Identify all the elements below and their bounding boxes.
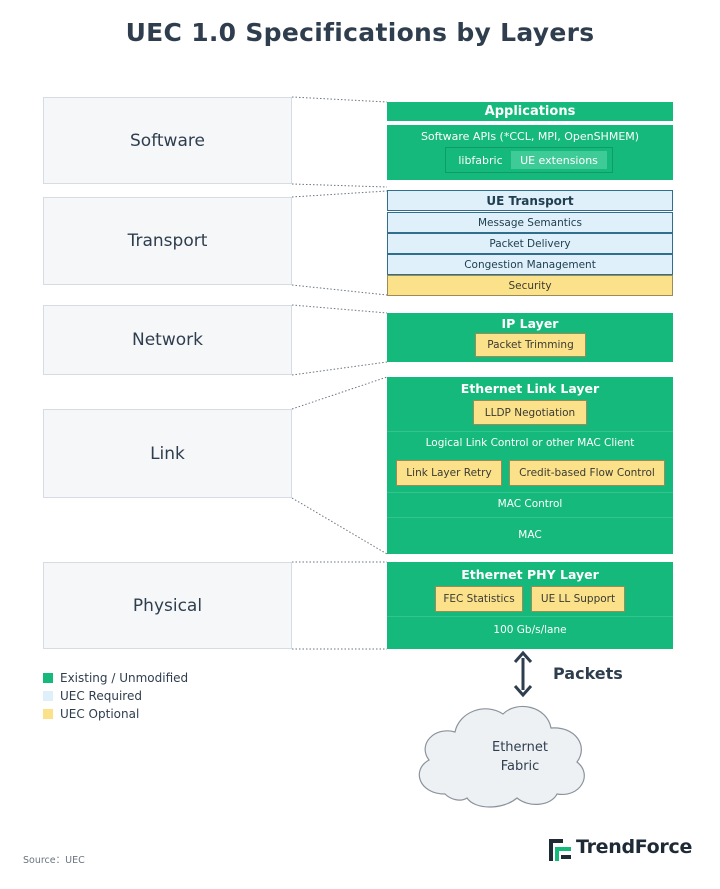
legend: Existing / Unmodified UEC Required UEC O… <box>43 669 188 723</box>
legend-swatch-required <box>43 691 53 701</box>
layer-transport: Transport <box>43 197 292 285</box>
ethernet-phy-layer-header: Ethernet PHY Layer <box>461 566 599 582</box>
legend-label-existing: Existing / Unmodified <box>60 671 189 685</box>
fec-statistics-block: FEC Statistics <box>435 586 523 612</box>
legend-label-required: UEC Required <box>60 689 142 703</box>
fabric-line-2: Fabric <box>500 759 540 774</box>
mac-control-label: MAC Control <box>497 498 563 510</box>
legend-item-existing: Existing / Unmodified <box>43 669 188 687</box>
software-apis-block: Software APIs (*CCL, MPI, OpenSHMEM) lib… <box>387 125 673 180</box>
message-semantics-block: Message Semantics <box>387 212 673 233</box>
cloud-icon <box>418 705 585 808</box>
layer-network-label: Network <box>132 330 203 350</box>
legend-swatch-optional <box>43 709 53 719</box>
ue-extensions-label: UE extensions <box>511 151 607 169</box>
security-block: Security <box>387 275 673 296</box>
fabric-line-1: Ethernet <box>492 740 548 755</box>
ethernet-link-layer-header: Ethernet Link Layer <box>460 380 600 396</box>
layer-transport-label: Transport <box>127 231 208 251</box>
connector-network-bottom <box>291 361 388 376</box>
packets-label: Packets <box>553 664 623 683</box>
llc-label: Logical Link Control or other MAC Client <box>425 437 635 449</box>
packet-delivery-block: Packet Delivery <box>387 233 673 254</box>
link-separator <box>387 517 673 518</box>
legend-item-required: UEC Required <box>43 687 188 705</box>
connector-link-top <box>291 376 388 410</box>
lldp-negotiation-block: LLDP Negotiation <box>473 400 587 425</box>
layer-network: Network <box>43 305 292 375</box>
connector-link-bottom <box>291 497 388 555</box>
ue-ll-support-block: UE LL Support <box>531 586 625 612</box>
layer-physical: Physical <box>43 562 292 649</box>
source-note: Source：UEC <box>23 855 85 866</box>
libfabric-box: libfabric UE extensions <box>445 147 613 173</box>
trendforce-logo-icon <box>549 839 571 861</box>
ethernet-fabric-label: Ethernet Fabric <box>470 737 570 777</box>
connector-network-top <box>291 304 388 314</box>
software-apis-label: Software APIs (*CCL, MPI, OpenSHMEM) <box>420 129 640 143</box>
connector-transport-bottom <box>291 284 388 296</box>
connector-software-bottom <box>291 183 388 188</box>
ip-layer-header: IP Layer <box>501 315 559 331</box>
link-layer-retry-block: Link Layer Retry <box>396 460 502 486</box>
ip-layer-block: IP Layer Packet Trimming <box>387 313 673 362</box>
brand-name: TrendForce <box>576 836 693 858</box>
layer-link-label: Link <box>150 443 185 464</box>
layer-software: Software <box>43 97 292 184</box>
mac-label: MAC <box>518 529 542 541</box>
legend-item-optional: UEC Optional <box>43 705 188 723</box>
layer-physical-label: Physical <box>132 595 203 616</box>
rate-label: 100 Gb/s/lane <box>493 624 567 636</box>
link-separator <box>387 492 673 493</box>
layer-link: Link <box>43 409 292 498</box>
connector-software-top <box>291 96 388 103</box>
bidirectional-arrow-icon <box>513 650 533 698</box>
credit-flow-control-block: Credit-based Flow Control <box>509 460 665 486</box>
legend-swatch-existing <box>43 673 53 683</box>
legend-label-optional: UEC Optional <box>60 707 140 721</box>
page-title: UEC 1.0 Specifications by Layers <box>125 18 595 47</box>
phy-separator <box>387 616 673 617</box>
ue-transport-header: UE Transport <box>387 190 673 211</box>
applications-block: Applications <box>387 102 673 121</box>
libfabric-label: libfabric <box>458 153 503 167</box>
link-separator <box>387 431 673 432</box>
layer-software-label: Software <box>130 130 205 151</box>
congestion-management-block: Congestion Management <box>387 254 673 275</box>
ethernet-link-layer-block: Ethernet Link Layer LLDP Negotiation Log… <box>387 377 673 554</box>
packet-trimming-block: Packet Trimming <box>475 333 586 357</box>
connector-transport-top <box>291 190 388 198</box>
ethernet-phy-layer-block: Ethernet PHY Layer FEC Statistics UE LL … <box>387 562 673 649</box>
